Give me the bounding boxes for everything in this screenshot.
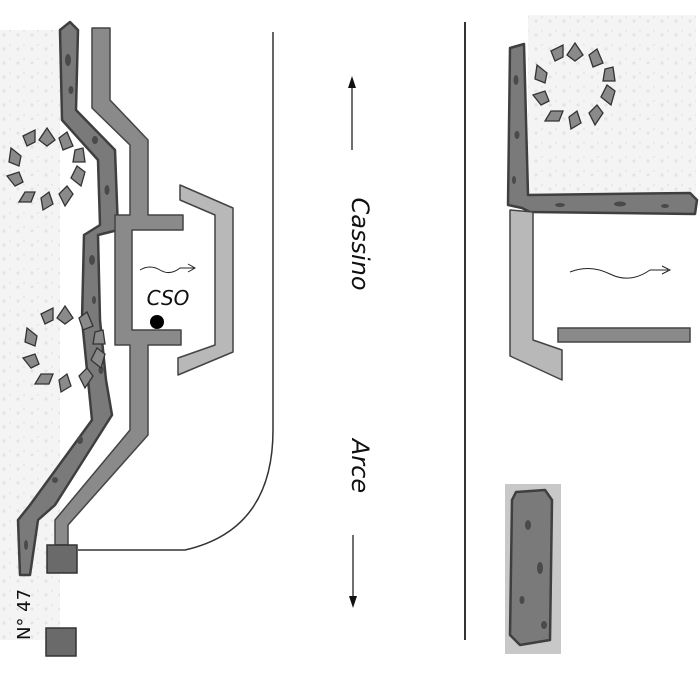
- marker-square-upper: [46, 544, 78, 574]
- wall-texture: [512, 75, 669, 208]
- wall-texture: [24, 54, 110, 550]
- right-field-area: [528, 15, 696, 195]
- road-structure-dark: [54, 27, 184, 546]
- stone-block: [508, 488, 554, 647]
- right-structure-bracket: [509, 209, 563, 381]
- tree-icon: [5, 126, 86, 212]
- arrow-down-icon: [349, 535, 357, 608]
- dot-icon: [150, 315, 164, 329]
- tree-icon: [531, 41, 616, 131]
- marker-square-lower: [45, 627, 77, 657]
- flow-wave-arrow-icon: [569, 265, 672, 279]
- wall-texture: [519, 520, 547, 629]
- right-structure-bar: [557, 327, 691, 343]
- cso-chamber-bracket: [177, 184, 234, 376]
- direction-down-label: Arce: [346, 437, 374, 493]
- tree-icon: [21, 304, 106, 394]
- direction-up-label: Cassino: [346, 197, 374, 290]
- road-edge-left: [78, 32, 274, 551]
- arrow-up-icon: [348, 76, 356, 150]
- flow-wave-arrow-icon: [139, 263, 197, 274]
- cso-label: CSO: [147, 286, 190, 310]
- stone-wall-right: [506, 42, 699, 216]
- building-number-label: N° 47: [14, 589, 35, 640]
